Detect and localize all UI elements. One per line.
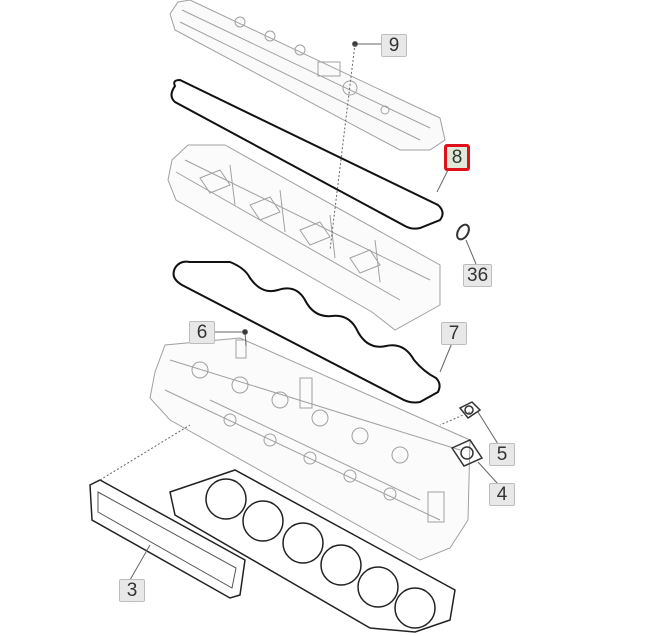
o-ring-36[interactable] — [455, 223, 472, 242]
callout-6[interactable]: 6 — [189, 321, 215, 344]
gasket-3[interactable] — [89, 479, 246, 599]
callout-5[interactable]: 5 — [489, 443, 515, 466]
callout-4[interactable]: 4 — [489, 483, 515, 506]
valve-cover-gasket-8[interactable] — [170, 78, 444, 230]
callout-7[interactable]: 7 — [441, 322, 467, 345]
callout-8-selected[interactable]: 8 — [444, 144, 470, 171]
valve-cover-carrier-part[interactable] — [167, 144, 441, 331]
cylinder-head-part[interactable] — [149, 337, 471, 561]
carrier-gasket-7[interactable] — [172, 260, 441, 404]
valve-cover-part[interactable] — [169, 0, 446, 151]
callout-36[interactable]: 36 — [463, 264, 493, 287]
gasket-4[interactable] — [450, 439, 484, 467]
seal-5[interactable] — [458, 401, 482, 420]
callout-3[interactable]: 3 — [119, 579, 145, 602]
head-gasket[interactable] — [169, 469, 456, 633]
callout-9[interactable]: 9 — [381, 34, 407, 57]
